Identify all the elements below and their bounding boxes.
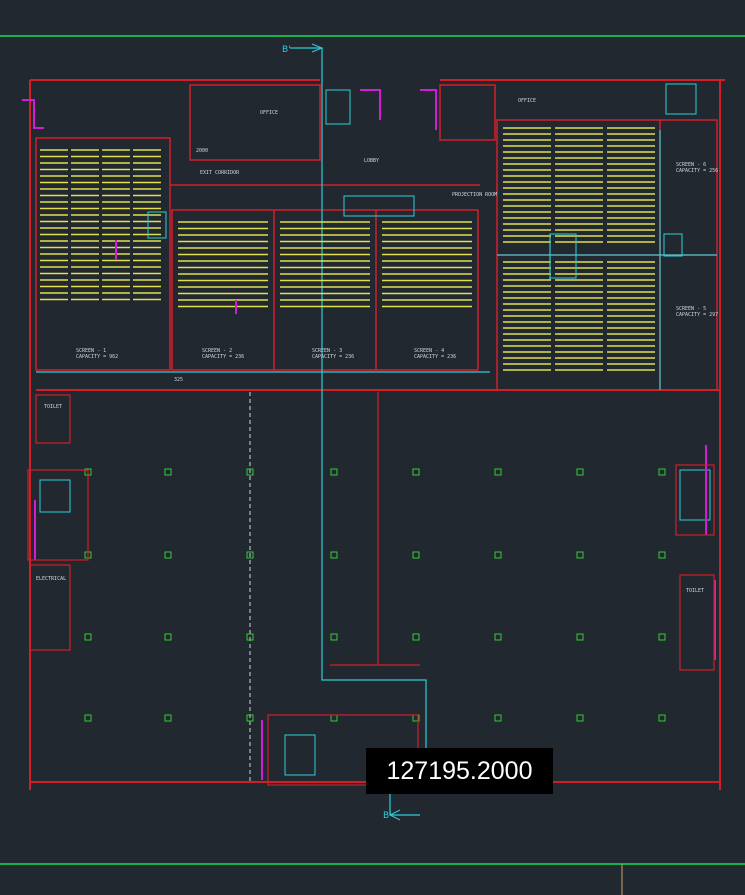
label-capacity-6: CAPACITY = 256	[676, 168, 718, 174]
label-exit-corridor: EXIT CORRIDOR	[200, 170, 240, 176]
label-capacity-3: CAPACITY = 236	[312, 354, 354, 360]
column-marker	[412, 633, 420, 641]
label-dim-325: 325	[174, 377, 183, 383]
label-toilet-1: TOILET	[44, 404, 62, 410]
column-marker	[494, 633, 502, 641]
section-arrow-top	[311, 43, 324, 53]
label-toilet-2: TOILET	[686, 588, 704, 594]
column-marker	[658, 633, 666, 641]
column-marker	[246, 714, 254, 722]
section-arrow-bottom	[388, 809, 401, 821]
column-marker	[576, 714, 584, 722]
column-marker	[84, 714, 92, 722]
label-projection: PROJECTION ROOM	[452, 192, 497, 198]
column-marker	[330, 468, 338, 476]
column-marker	[576, 633, 584, 641]
column-marker	[246, 633, 254, 641]
section-marker-top: B'	[282, 45, 291, 55]
label-screen-2: SCREEN - 2	[202, 348, 232, 354]
column-marker	[412, 551, 420, 559]
column-marker	[658, 551, 666, 559]
column-marker	[494, 551, 502, 559]
label-capacity-2: CAPACITY = 236	[202, 354, 244, 360]
coordinate-readout: 127195.2000	[366, 748, 553, 794]
column-marker	[576, 468, 584, 476]
label-capacity-1: CAPACITY = 962	[76, 354, 118, 360]
column-marker	[330, 551, 338, 559]
seating-rows	[40, 127, 655, 371]
column-marker	[412, 468, 420, 476]
column-marker	[246, 551, 254, 559]
structural-columns	[84, 468, 666, 722]
column-marker	[658, 468, 666, 476]
column-marker	[576, 551, 584, 559]
column-marker	[246, 468, 254, 476]
label-dim-2000: 2000	[196, 148, 208, 154]
section-marker-bottom: B'	[383, 811, 392, 821]
column-marker	[658, 714, 666, 722]
label-electrical: ELECTRICAL	[36, 576, 66, 582]
column-marker	[164, 468, 172, 476]
label-screen-1: SCREEN - 1	[76, 348, 106, 354]
stair-cores	[39, 83, 711, 776]
internal-lines	[330, 392, 420, 666]
label-screen-5: SCREEN - 5	[676, 306, 706, 312]
plumbing-fixtures	[22, 89, 716, 780]
column-marker	[494, 468, 502, 476]
column-marker	[164, 551, 172, 559]
label-screen-3: SCREEN - 3	[312, 348, 342, 354]
column-marker	[164, 714, 172, 722]
label-office-1: OFFICE	[260, 110, 278, 116]
label-office-2: OFFICE	[518, 98, 536, 104]
label-screen-6: SCREEN - 6	[676, 162, 706, 168]
column-marker	[494, 714, 502, 722]
label-capacity-4: CAPACITY = 236	[414, 354, 456, 360]
service-rooms	[27, 394, 715, 786]
column-marker	[84, 633, 92, 641]
label-lobby: LOBBY	[364, 158, 379, 164]
label-screen-4: SCREEN - 4	[414, 348, 444, 354]
column-marker	[164, 633, 172, 641]
label-capacity-5: CAPACITY = 297	[676, 312, 718, 318]
column-marker	[330, 633, 338, 641]
